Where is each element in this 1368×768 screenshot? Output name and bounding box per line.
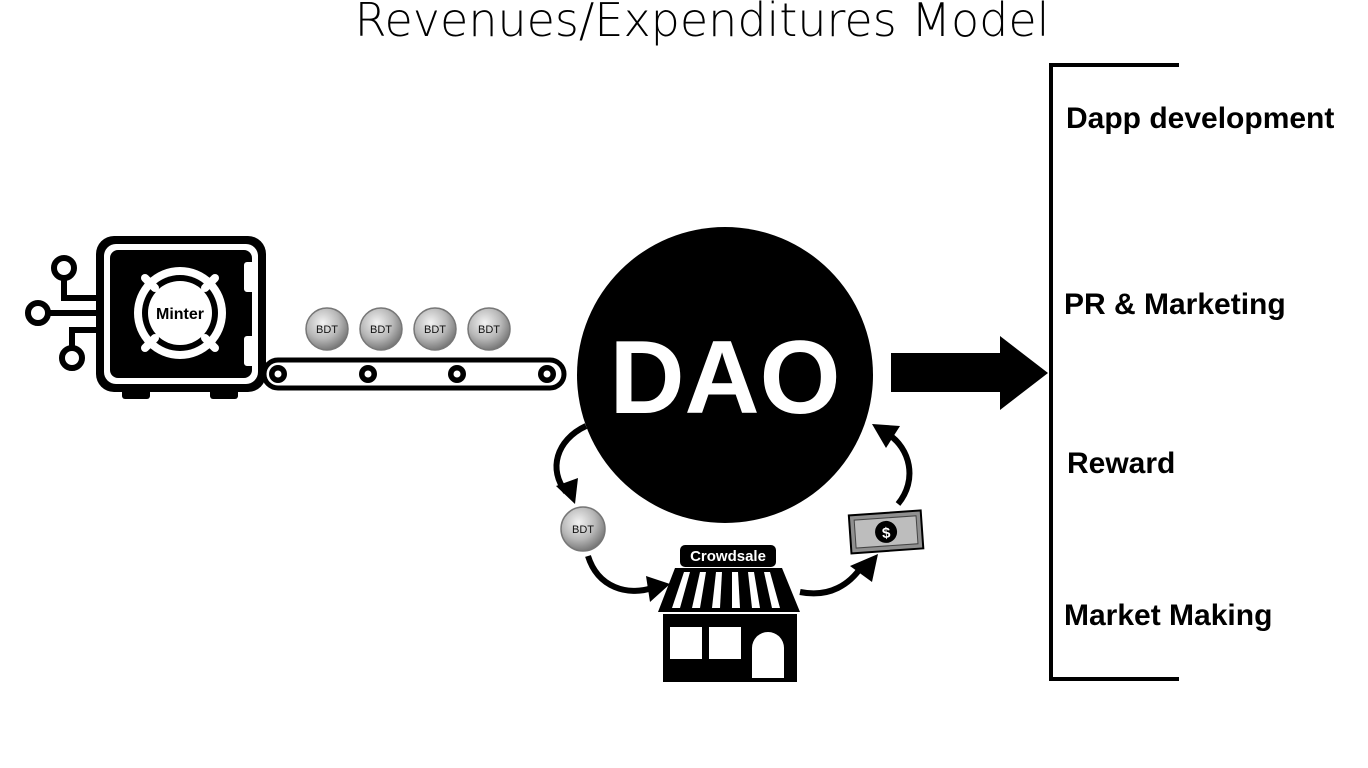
bdt-token-label: BDT [478, 324, 500, 336]
expenditure-item: Reward [1067, 447, 1175, 480]
expenditures-bracket [1049, 63, 1179, 681]
bdt-token-label: BDT [424, 324, 446, 336]
money-symbol: $ [881, 525, 891, 543]
minter-vault-icon: Minter [25, 236, 266, 399]
conveyor-tokens: BDT BDT BDT BDT [305, 307, 511, 351]
bdt-token-coin: BDT [413, 307, 457, 351]
cycle-arrow-icon [585, 554, 653, 594]
crowdsale-label: Crowdsale [690, 548, 766, 565]
minter-label: Minter [156, 306, 204, 323]
bdt-token-coin: BDT [305, 307, 349, 351]
dao-label: DAO [609, 320, 840, 436]
expenditures-list: Dapp development PR & Marketing Reward M… [1064, 102, 1334, 632]
money-bill-icon: $ [847, 509, 925, 555]
cycle-arrow-icon [886, 431, 913, 506]
bdt-token-coin: BDT [560, 506, 606, 552]
conveyor-belt [261, 357, 567, 391]
circuit-icon [25, 255, 110, 371]
expenditure-item: Market Making [1064, 599, 1272, 632]
dao-node: DAO [577, 227, 873, 523]
crowdsale-store-icon: Crowdsale [658, 545, 800, 682]
bdt-token-label: BDT [370, 324, 392, 336]
expenditure-arrow-icon [891, 336, 1048, 410]
bdt-token-label: BDT [572, 524, 594, 536]
expenditure-item: PR & Marketing [1064, 288, 1286, 321]
expenditure-item: Dapp development [1066, 102, 1334, 135]
bdt-token-coin: BDT [467, 307, 511, 351]
cycle-arrow-icon [799, 564, 865, 597]
bdt-token-label: BDT [316, 324, 338, 336]
bdt-token-coin: BDT [359, 307, 403, 351]
diagram-title: Revenues/Expenditures Model [355, 0, 1050, 47]
